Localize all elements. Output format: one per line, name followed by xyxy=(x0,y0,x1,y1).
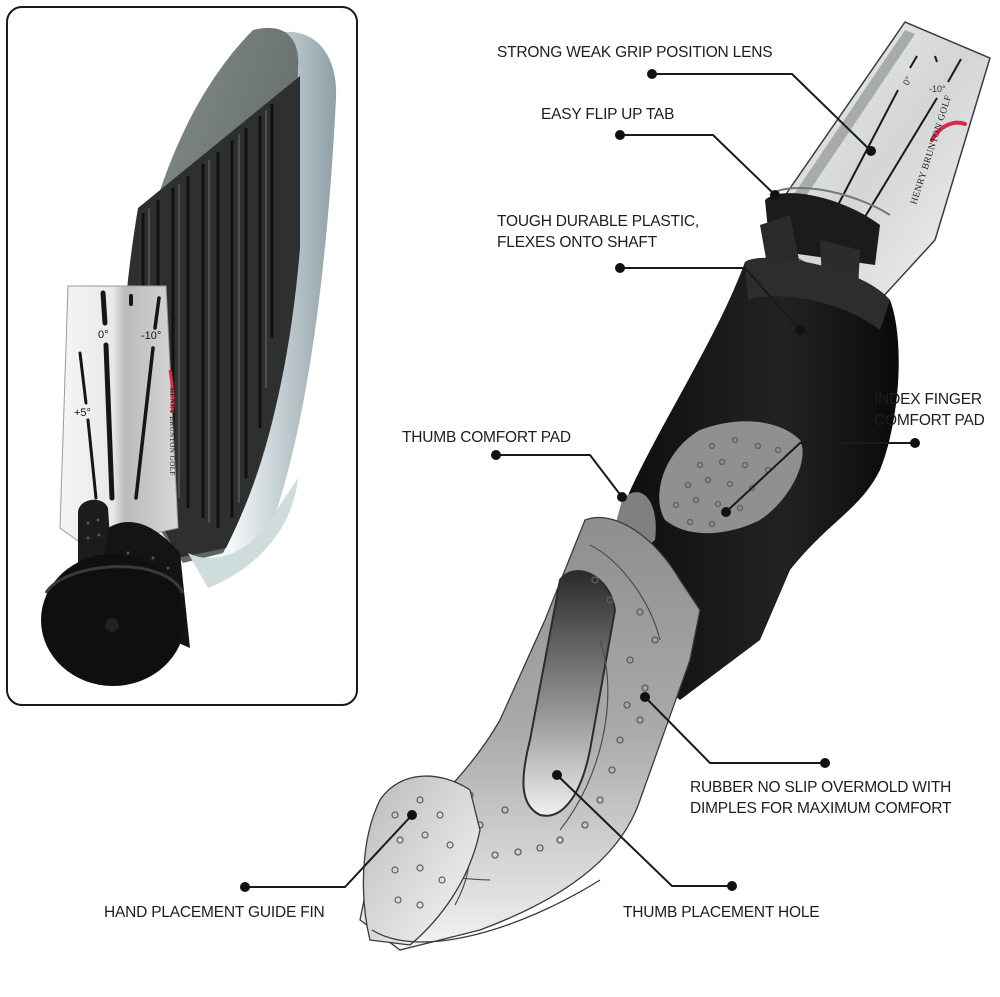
black-body-top-shading xyxy=(745,257,890,330)
callout-text: FLEXES ONTO SHAFT xyxy=(497,234,657,251)
inset-brand-text: HENRY BRUNTON GOLF xyxy=(168,388,176,476)
leader-index xyxy=(725,442,915,513)
leader-thumb-hole xyxy=(556,774,732,887)
callout-text: STRONG WEAK GRIP POSITION LENS xyxy=(497,44,773,61)
inset-lens-plus-five-mark: +5° xyxy=(74,407,91,419)
grip-bottom-edge xyxy=(371,879,601,943)
callout-text: THUMB PLACEMENT HOLE xyxy=(623,904,820,921)
inset-lens-angle-lines xyxy=(78,290,161,501)
inset-brand-swoosh xyxy=(168,369,175,414)
club-groove-highlights xyxy=(148,110,267,523)
main-lens-rail xyxy=(790,30,915,205)
club-grooves xyxy=(141,104,274,528)
callout-text: RUBBER NO SLIP OVERMOLD WITH xyxy=(690,779,952,796)
callout-hand-placement-fin: HAND PLACEMENT GUIDE FIN xyxy=(104,902,325,923)
callout-text: THUMB COMFORT PAD xyxy=(402,429,571,446)
leader-lens xyxy=(652,73,872,152)
callout-index-finger-pad: INDEX FINGER COMFORT PAD xyxy=(874,389,985,431)
callout-durable-plastic: TOUGH DURABLE PLASTIC, FLEXES ONTO SHAFT xyxy=(497,211,699,253)
leader-tab xyxy=(620,134,776,196)
callout-text: DIMPLES FOR MAXIMUM COMFORT xyxy=(690,800,952,817)
inset-lens-zero-mark: 0° xyxy=(98,329,109,341)
leader-fin xyxy=(245,814,413,888)
callout-text: HAND PLACEMENT GUIDE FIN xyxy=(104,904,325,921)
leader-overmold xyxy=(644,696,825,764)
callout-thumb-placement-hole: THUMB PLACEMENT HOLE xyxy=(623,902,820,923)
callout-flip-up-tab: EASY FLIP UP TAB xyxy=(541,104,674,125)
callout-thumb-comfort-pad: THUMB COMFORT PAD xyxy=(402,427,571,448)
inset-panel-club-attached: 0° -10° +5° HENRY BRUNTON GOLF xyxy=(6,6,358,706)
inset-lens-minus-ten-mark: -10° xyxy=(141,330,161,342)
main-brand-swoosh xyxy=(930,120,967,142)
leader-thumb-pad xyxy=(496,454,623,498)
club-with-trainer-illustration: 0° -10° +5° HENRY BRUNTON GOLF xyxy=(41,27,337,686)
callout-text: TOUGH DURABLE PLASTIC, xyxy=(497,213,700,230)
leader-plastic xyxy=(620,267,801,331)
flip-up-tab-highlight xyxy=(769,186,891,216)
index-finger-comfort-pad xyxy=(659,421,803,534)
main-lens-minus-ten-mark: -10° xyxy=(929,84,946,94)
callout-text: INDEX FINGER xyxy=(874,391,982,408)
callout-text: EASY FLIP UP TAB xyxy=(541,106,675,123)
club-hosel xyxy=(188,478,298,588)
leader-lines xyxy=(245,73,915,888)
thumb-placement-hole xyxy=(522,570,617,817)
inset-grip-end-rim xyxy=(44,565,185,594)
inset-clamp-dimples xyxy=(86,518,170,570)
fin-dimples xyxy=(391,796,454,909)
leader-dots xyxy=(240,69,920,892)
callout-grip-position-lens: STRONG WEAK GRIP POSITION LENS xyxy=(497,42,773,63)
inset-grip-end-center xyxy=(105,618,119,632)
callout-text: COMFORT PAD xyxy=(874,412,985,429)
callout-rubber-overmold: RUBBER NO SLIP OVERMOLD WITH DIMPLES FOR… xyxy=(690,777,951,819)
collar-clip-left xyxy=(760,215,800,270)
